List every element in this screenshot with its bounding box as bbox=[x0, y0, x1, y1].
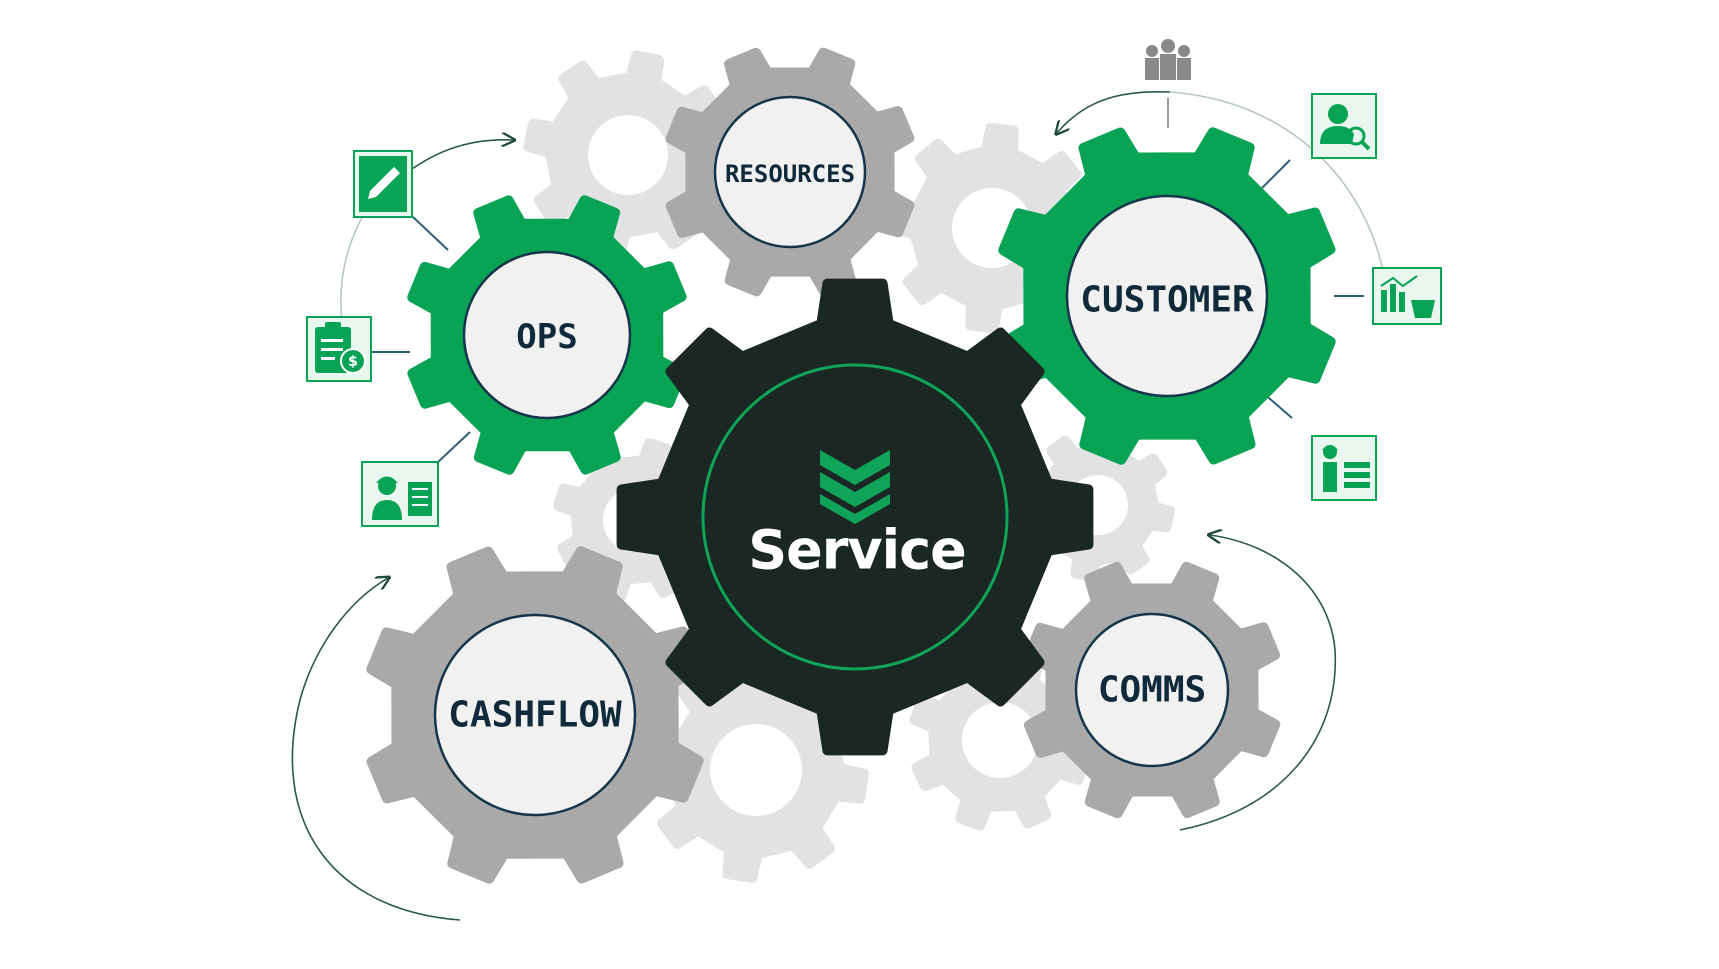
background-gear bbox=[909, 649, 1091, 831]
chevron-stack-icon bbox=[820, 450, 890, 524]
gear-hole bbox=[710, 724, 802, 816]
cashflow-hub bbox=[433, 613, 637, 817]
cashflow-label: CASHFLOW bbox=[448, 695, 622, 736]
chart-basket-icon bbox=[1372, 267, 1442, 325]
customer-cycle-path bbox=[1169, 91, 1384, 271]
user-search-icon bbox=[1311, 93, 1377, 159]
gear-hole bbox=[588, 115, 668, 195]
edit-document-icon bbox=[353, 150, 413, 218]
customer-label: CUSTOMER bbox=[1080, 280, 1254, 321]
ops-label: OPS bbox=[516, 317, 577, 357]
engineer-plan-icon bbox=[361, 461, 439, 527]
checklist-dollar-icon: $ bbox=[306, 316, 372, 382]
team-icon bbox=[1145, 39, 1191, 80]
comms-hub bbox=[1074, 612, 1230, 768]
background-gear bbox=[643, 657, 869, 883]
svg-text:$: $ bbox=[348, 354, 358, 370]
comms-cycle-arrow bbox=[1179, 535, 1337, 831]
customer-cycle-arrow bbox=[1057, 90, 1171, 133]
customer-hub bbox=[1065, 194, 1269, 398]
gear-hole bbox=[962, 702, 1038, 778]
service-brand: Service bbox=[748, 519, 966, 582]
ops-hub bbox=[462, 250, 632, 420]
comms-label: COMMS bbox=[1098, 670, 1206, 711]
resources-hub bbox=[713, 95, 867, 249]
cashflow-cycle-arrow bbox=[291, 578, 461, 921]
resources-label: RESOURCES bbox=[725, 160, 855, 188]
worker-wall-icon bbox=[1311, 435, 1377, 501]
